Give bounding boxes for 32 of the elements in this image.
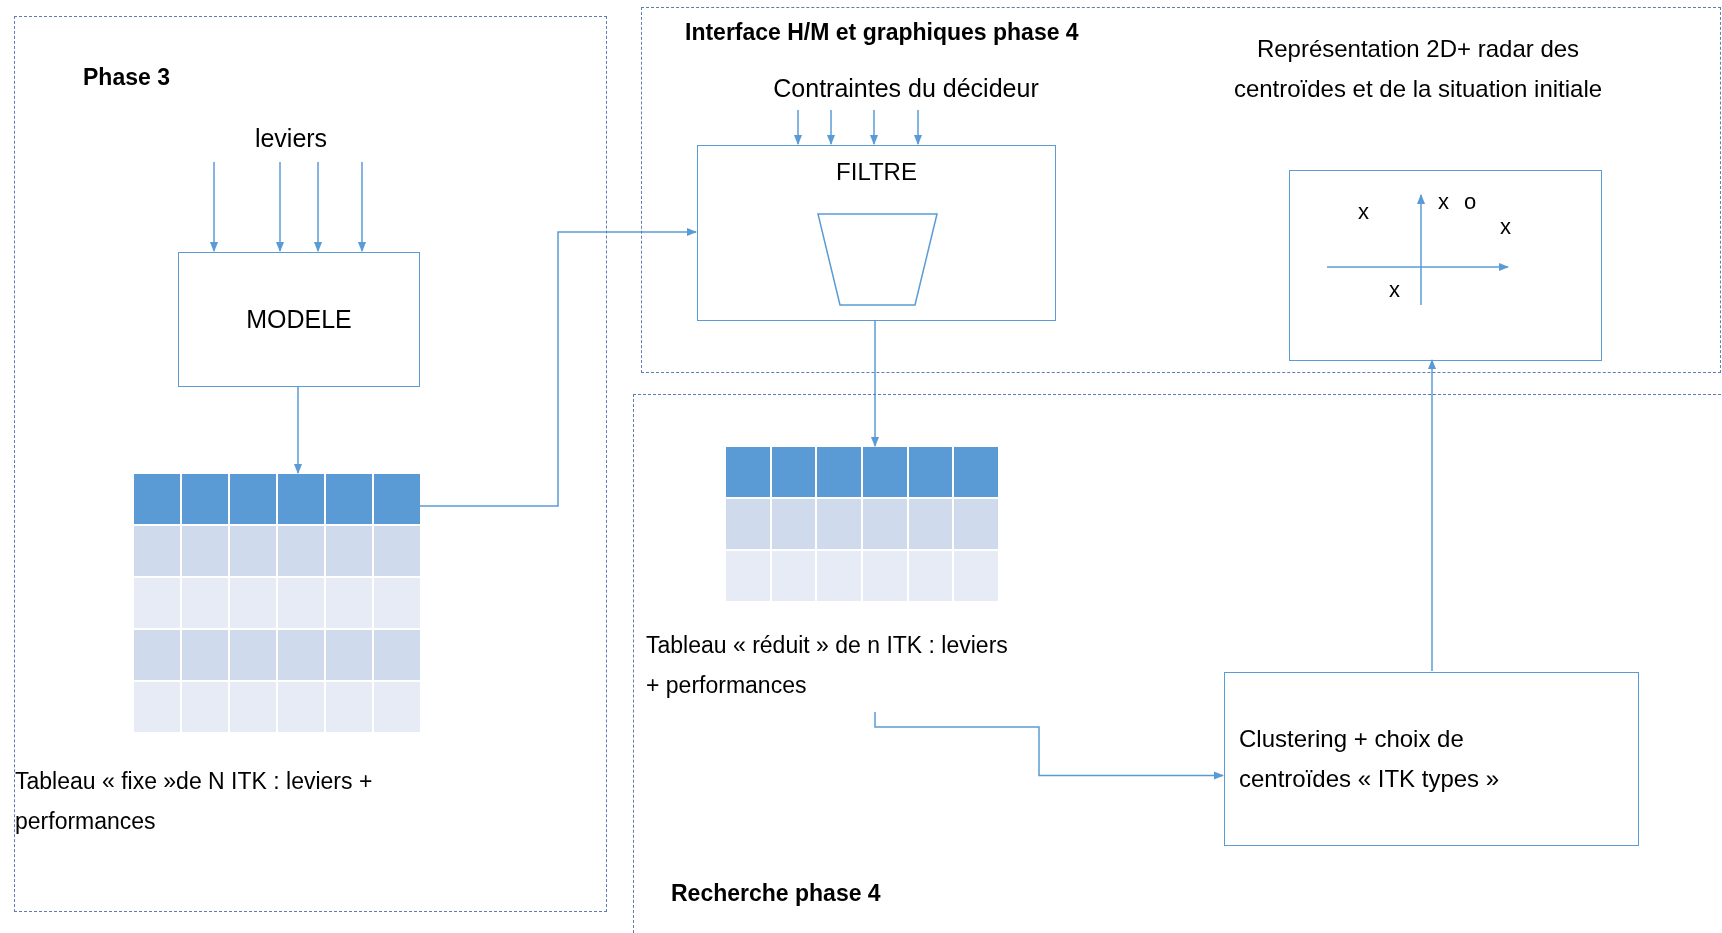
dashed-panel <box>633 394 1721 933</box>
table-caption: Tableau « réduit » de n ITK : leviers + performances <box>646 631 1009 700</box>
arrow <box>913 109 923 146</box>
data-point-mark: x <box>1438 191 1449 213</box>
arrow <box>793 109 803 146</box>
input-label-text: Contraintes du décideur <box>773 73 1039 104</box>
data-point-mark: x <box>1500 216 1511 238</box>
arrow <box>874 711 1225 780</box>
dashed-panel <box>14 16 607 912</box>
data-point-mark: o <box>1464 191 1477 213</box>
data-point-mark: x <box>1389 279 1400 301</box>
arrow <box>275 161 285 253</box>
table-caption: Tableau « fixe »de N ITK : leviers + performances <box>15 767 374 836</box>
data-point-mark: x <box>1358 201 1369 223</box>
arrow <box>313 161 323 253</box>
process-box: MODELE <box>178 252 420 387</box>
chart-heading: Représentation 2D+ radar des centroïdes et de la situation initiale <box>1232 34 1604 104</box>
arrow <box>293 385 303 475</box>
filter-box <box>697 145 1056 321</box>
filter-title: FILTRE <box>836 157 917 187</box>
process-box: Clustering + choix de centroïdes « ITK types » <box>1224 672 1639 846</box>
arrow <box>357 161 367 253</box>
panel-title: Phase 3 <box>83 63 170 92</box>
arrow <box>869 109 879 146</box>
arrow <box>870 319 880 448</box>
arrow <box>1427 358 1437 672</box>
input-label-text: leviers <box>254 123 328 154</box>
arrow <box>209 161 219 253</box>
panel-title: Interface H/M et graphiques phase 4 <box>685 18 1079 47</box>
panel-title: Recherche phase 4 <box>671 879 881 908</box>
dashed-panel <box>641 7 1721 373</box>
arrow <box>826 109 836 146</box>
